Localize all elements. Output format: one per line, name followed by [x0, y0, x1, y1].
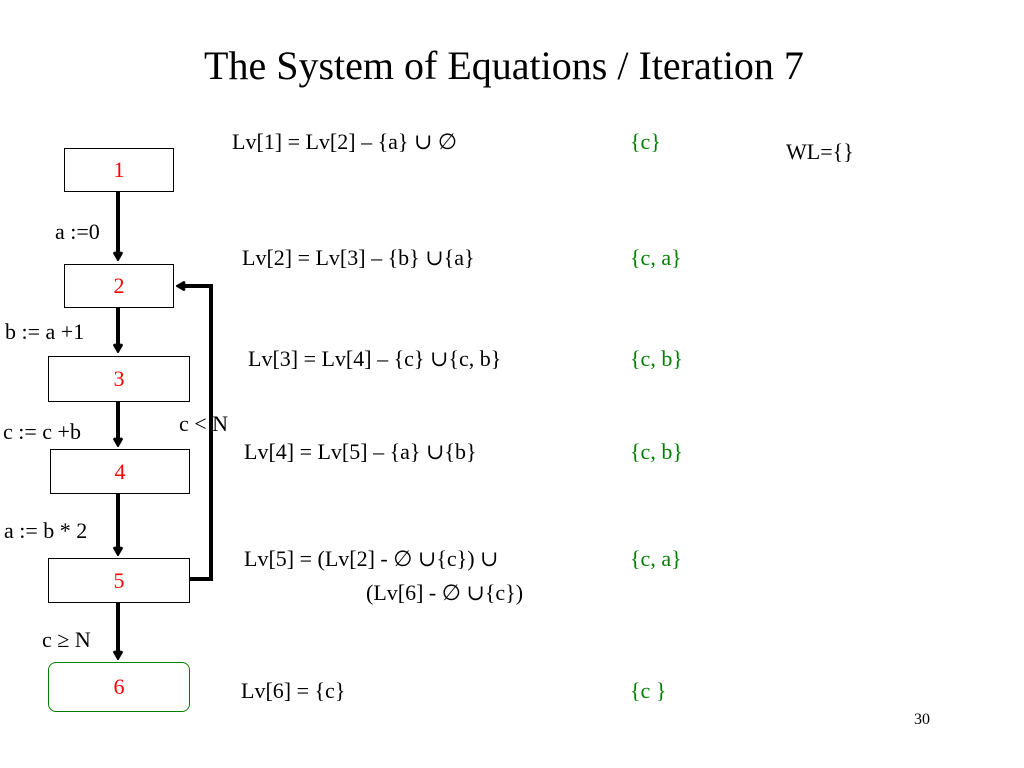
worklist-label: WL={} [786, 139, 854, 164]
edge-label-3-4: c := c +b [3, 419, 81, 444]
cfg-node-2: 2 [64, 264, 174, 308]
result-set-4: {c, b} [630, 439, 683, 464]
result-set-5: {c, a} [630, 546, 682, 571]
edge-label-4-5: a := b * 2 [4, 518, 88, 543]
cfg-node-6-exit: 6 [48, 662, 190, 712]
result-set-6: {c } [630, 678, 667, 703]
equation-4: Lv[4] = Lv[5] – {a} ∪{b} [244, 439, 477, 464]
result-set-3: {c, b} [630, 346, 683, 371]
equation-5: Lv[5] = (Lv[2] - ∅ ∪{c}) ∪ [244, 546, 499, 571]
cfg-node-1: 1 [64, 148, 174, 192]
equation-1: Lv[1] = Lv[2] – {a} ∪ ∅ [232, 129, 458, 154]
slide-title: The System of Equations / Iteration 7 [204, 43, 804, 88]
equation-3: Lv[3] = Lv[4] – {c} ∪{c, b} [248, 346, 502, 371]
edge-label-back: c < N [179, 411, 229, 436]
equation-6: Lv[6] = {c} [241, 678, 346, 703]
cfg-node-4: 4 [50, 449, 190, 494]
result-set-1: {c} [630, 129, 661, 154]
cfg-node-3: 3 [48, 356, 190, 402]
page-number: 30 [914, 711, 930, 728]
edge-label-2-3: b := a +1 [5, 319, 85, 344]
equation-5-continuation: (Lv[6] - ∅ ∪{c}) [366, 580, 524, 605]
edge-5-2-back [179, 286, 213, 581]
equation-2: Lv[2] = Lv[3] – {b} ∪{a} [242, 245, 475, 270]
cfg-node-5: 5 [48, 558, 190, 603]
edge-label-1-2: a :=0 [55, 219, 100, 244]
result-set-2: {c, a} [630, 245, 682, 270]
edge-label-5-6: c ≥ N [42, 627, 91, 652]
